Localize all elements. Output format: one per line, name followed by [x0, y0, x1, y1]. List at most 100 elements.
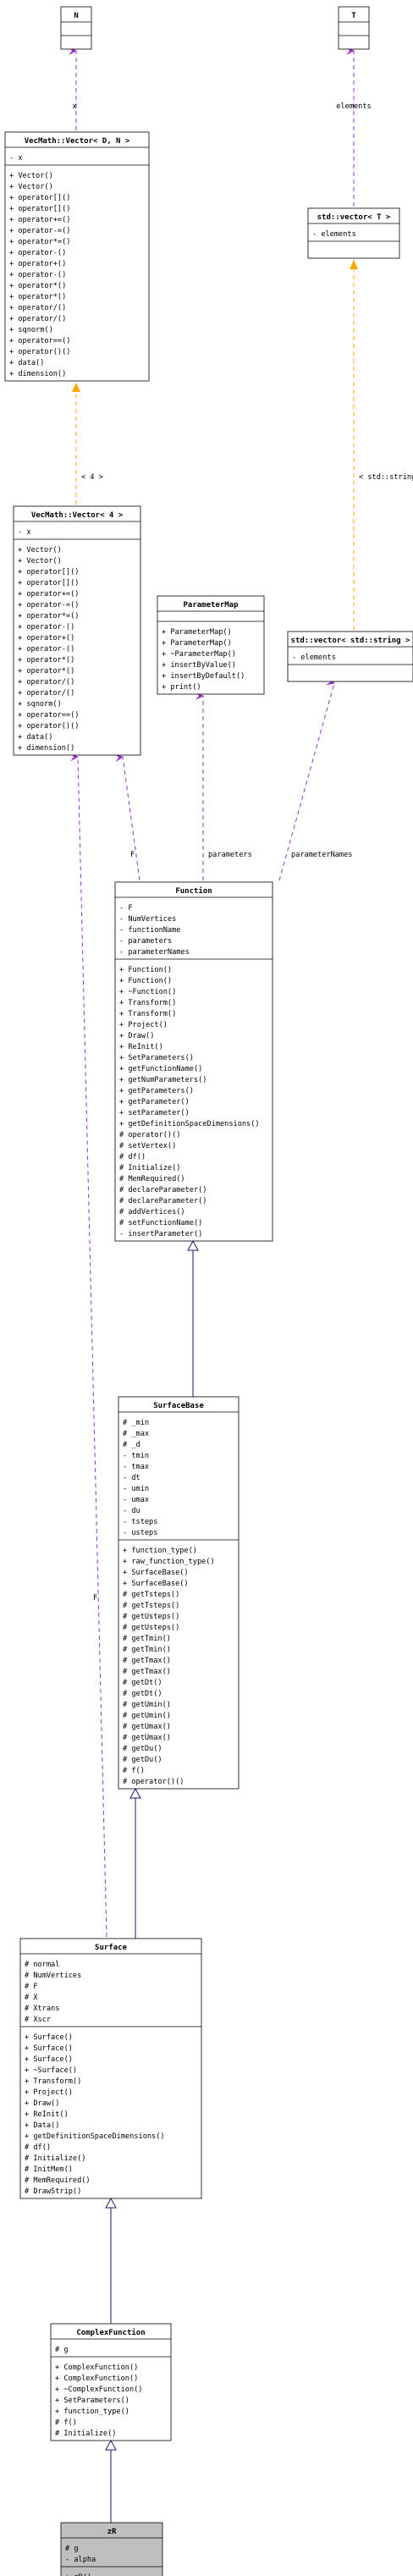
class-operation: + Vector() — [9, 172, 53, 180]
class-operation: + Vector() — [9, 183, 53, 191]
class-attribute: - x — [9, 154, 23, 163]
class-attribute: # _min — [123, 1419, 149, 1427]
class-operation: + sqnorm() — [18, 700, 62, 709]
class-title: Function — [175, 886, 212, 896]
class-operation: + operator/() — [18, 678, 74, 687]
class-box-function[interactable]: - F- NumVertices- functionName- paramete… — [114, 881, 273, 1242]
class-box-surfacebase[interactable]: # _min# _max# _d- tmin- tmax- dt- umin- … — [118, 1396, 240, 1790]
class-operation: # getDt() — [123, 1679, 162, 1687]
class-operation: + getParameter() — [119, 1098, 190, 1106]
class-operation: + getFunctionName() — [119, 1065, 202, 1073]
class-box-surface[interactable]: # normal# NumVertices# F# X# Xtrans# Xsc… — [19, 1938, 202, 2199]
class-operation: + Vector() — [18, 546, 62, 554]
class-operation: + ComplexFunction() — [55, 2375, 138, 2383]
class-operation: + Draw() — [119, 1032, 154, 1040]
class-box-frame — [118, 1396, 240, 1790]
edge-surface-inherits-surfacebase-head — [129, 1787, 141, 1799]
class-title: VecMath::Vector< 4 > — [31, 511, 124, 520]
class-box-zr[interactable]: # g- alpha+ zR()+ zR()+ ~zR()+ SetParame… — [60, 2522, 163, 2576]
class-operation: # getTmin() — [123, 1635, 171, 1643]
class-title: VecMath::Vector< D, N > — [25, 137, 130, 146]
class-operation: + operator-() — [9, 271, 66, 279]
edge-label-vec4-to-function: F — [130, 851, 135, 859]
class-operation: + ComplexFunction() — [55, 2364, 138, 2372]
class-operation: # setVertex() — [119, 1142, 176, 1150]
class-operation: + operator+() — [9, 260, 66, 268]
class-box-vecmath-4[interactable]: - x+ Vector()+ Vector()+ operator[]()+ o… — [13, 505, 141, 756]
class-operation: + SetParameters() — [119, 1054, 194, 1062]
edges — [69, 47, 358, 2523]
class-box-t[interactable]: T — [338, 6, 370, 50]
class-attribute: # Xtrans — [25, 2005, 59, 2013]
class-operation: + operator-() — [18, 645, 74, 654]
class-title: std::vector< T > — [317, 213, 391, 222]
class-operation: + operator+=() — [18, 590, 79, 598]
class-title: SurfaceBase — [153, 1402, 204, 1410]
class-box-complexfunction[interactable]: # g + ComplexFunction() + ComplexFunction(… — [50, 2323, 172, 2441]
class-operation: + operator+=() — [9, 216, 70, 224]
class-operation: # getUsteps() — [123, 1624, 179, 1632]
class-attribute: - dt — [123, 1474, 140, 1482]
class-attribute: # Xscr — [25, 2016, 51, 2024]
class-attribute: - du — [123, 1507, 140, 1515]
class-box-parametermap[interactable]: + ParameterMap()+ ParameterMap()+ ~Param… — [157, 595, 265, 695]
edge-surfacebase-inherits-function-head — [187, 1239, 199, 1251]
class-box-frame — [114, 881, 273, 1242]
class-box-frame — [4, 131, 150, 382]
class-operation: - insertParameter() — [119, 1230, 202, 1238]
class-operation: + operator*=() — [9, 238, 70, 246]
class-operation: + ReInit() — [119, 1043, 163, 1051]
class-title: T — [351, 12, 356, 20]
class-operation: + insertByDefault() — [162, 672, 245, 681]
class-operation: + operator-() — [18, 623, 74, 632]
class-operation: # Initialize() — [25, 2154, 85, 2163]
class-operation: + operator+() — [18, 634, 74, 643]
class-attribute: - NumVertices — [119, 915, 176, 924]
class-operation: + operator*=() — [18, 612, 79, 621]
class-attribute: - tmax — [123, 1463, 149, 1471]
class-box-n[interactable]: N — [60, 6, 92, 50]
class-operation: + function_type() — [123, 1547, 197, 1555]
class-attribute: - elements — [292, 654, 336, 662]
class-operation: + raw_function_type() — [123, 1558, 215, 1566]
class-operation: + Data() — [25, 2121, 59, 2130]
class-box-frame — [60, 6, 92, 50]
class-operation: + operator[]() — [9, 205, 70, 213]
class-operation: # getUmax() — [123, 1734, 171, 1742]
class-operation: + operator[]() — [18, 568, 79, 576]
class-operation: + SurfaceBase() — [123, 1580, 189, 1588]
class-operation: + operator-=() — [9, 227, 70, 235]
class-operation: + getNumParameters() — [119, 1076, 206, 1084]
class-operation: # df() — [25, 2143, 51, 2152]
class-operation: + getParameters() — [119, 1087, 194, 1095]
edge-vector4-to-surface — [69, 753, 107, 1938]
edge-stringvector-to-function — [278, 676, 335, 881]
class-attribute: # g — [55, 2346, 69, 2354]
edge-label-vec-template: < 4 > — [81, 473, 103, 482]
class-box-vecmath-d-n[interactable]: - x + Vector() + Vector() + operator[]() + o… — [4, 131, 150, 382]
class-operation: # getUsteps() — [123, 1613, 179, 1621]
class-attribute: # X — [25, 1994, 38, 2002]
class-operation: # InitMem() — [25, 2165, 73, 2174]
class-operation: # operator()() — [119, 1131, 180, 1139]
class-operation: + ParameterMap() — [162, 628, 232, 637]
class-operation: + ~ComplexFunction() — [55, 2386, 142, 2394]
edge-vector-template-head — [72, 383, 80, 392]
class-operation: # getTsteps() — [123, 1602, 179, 1610]
class-operation: + Transform() — [119, 999, 176, 1007]
class-operation: # f() — [123, 1767, 145, 1775]
class-operation: + Surface() — [25, 2055, 73, 2064]
class-operation: + operator-=() — [18, 601, 79, 610]
class-operation: + ParameterMap() — [162, 639, 232, 648]
class-attribute: - functionName — [119, 926, 180, 935]
class-operation: # getDu() — [123, 1756, 162, 1764]
class-operation: # getTsteps() — [123, 1591, 179, 1599]
class-operation: + setParameter() — [119, 1109, 190, 1117]
class-operation: # getUmin() — [123, 1712, 171, 1720]
class-operation: # Initialize() — [55, 2430, 116, 2438]
class-operation: + ~Function() — [119, 988, 176, 996]
